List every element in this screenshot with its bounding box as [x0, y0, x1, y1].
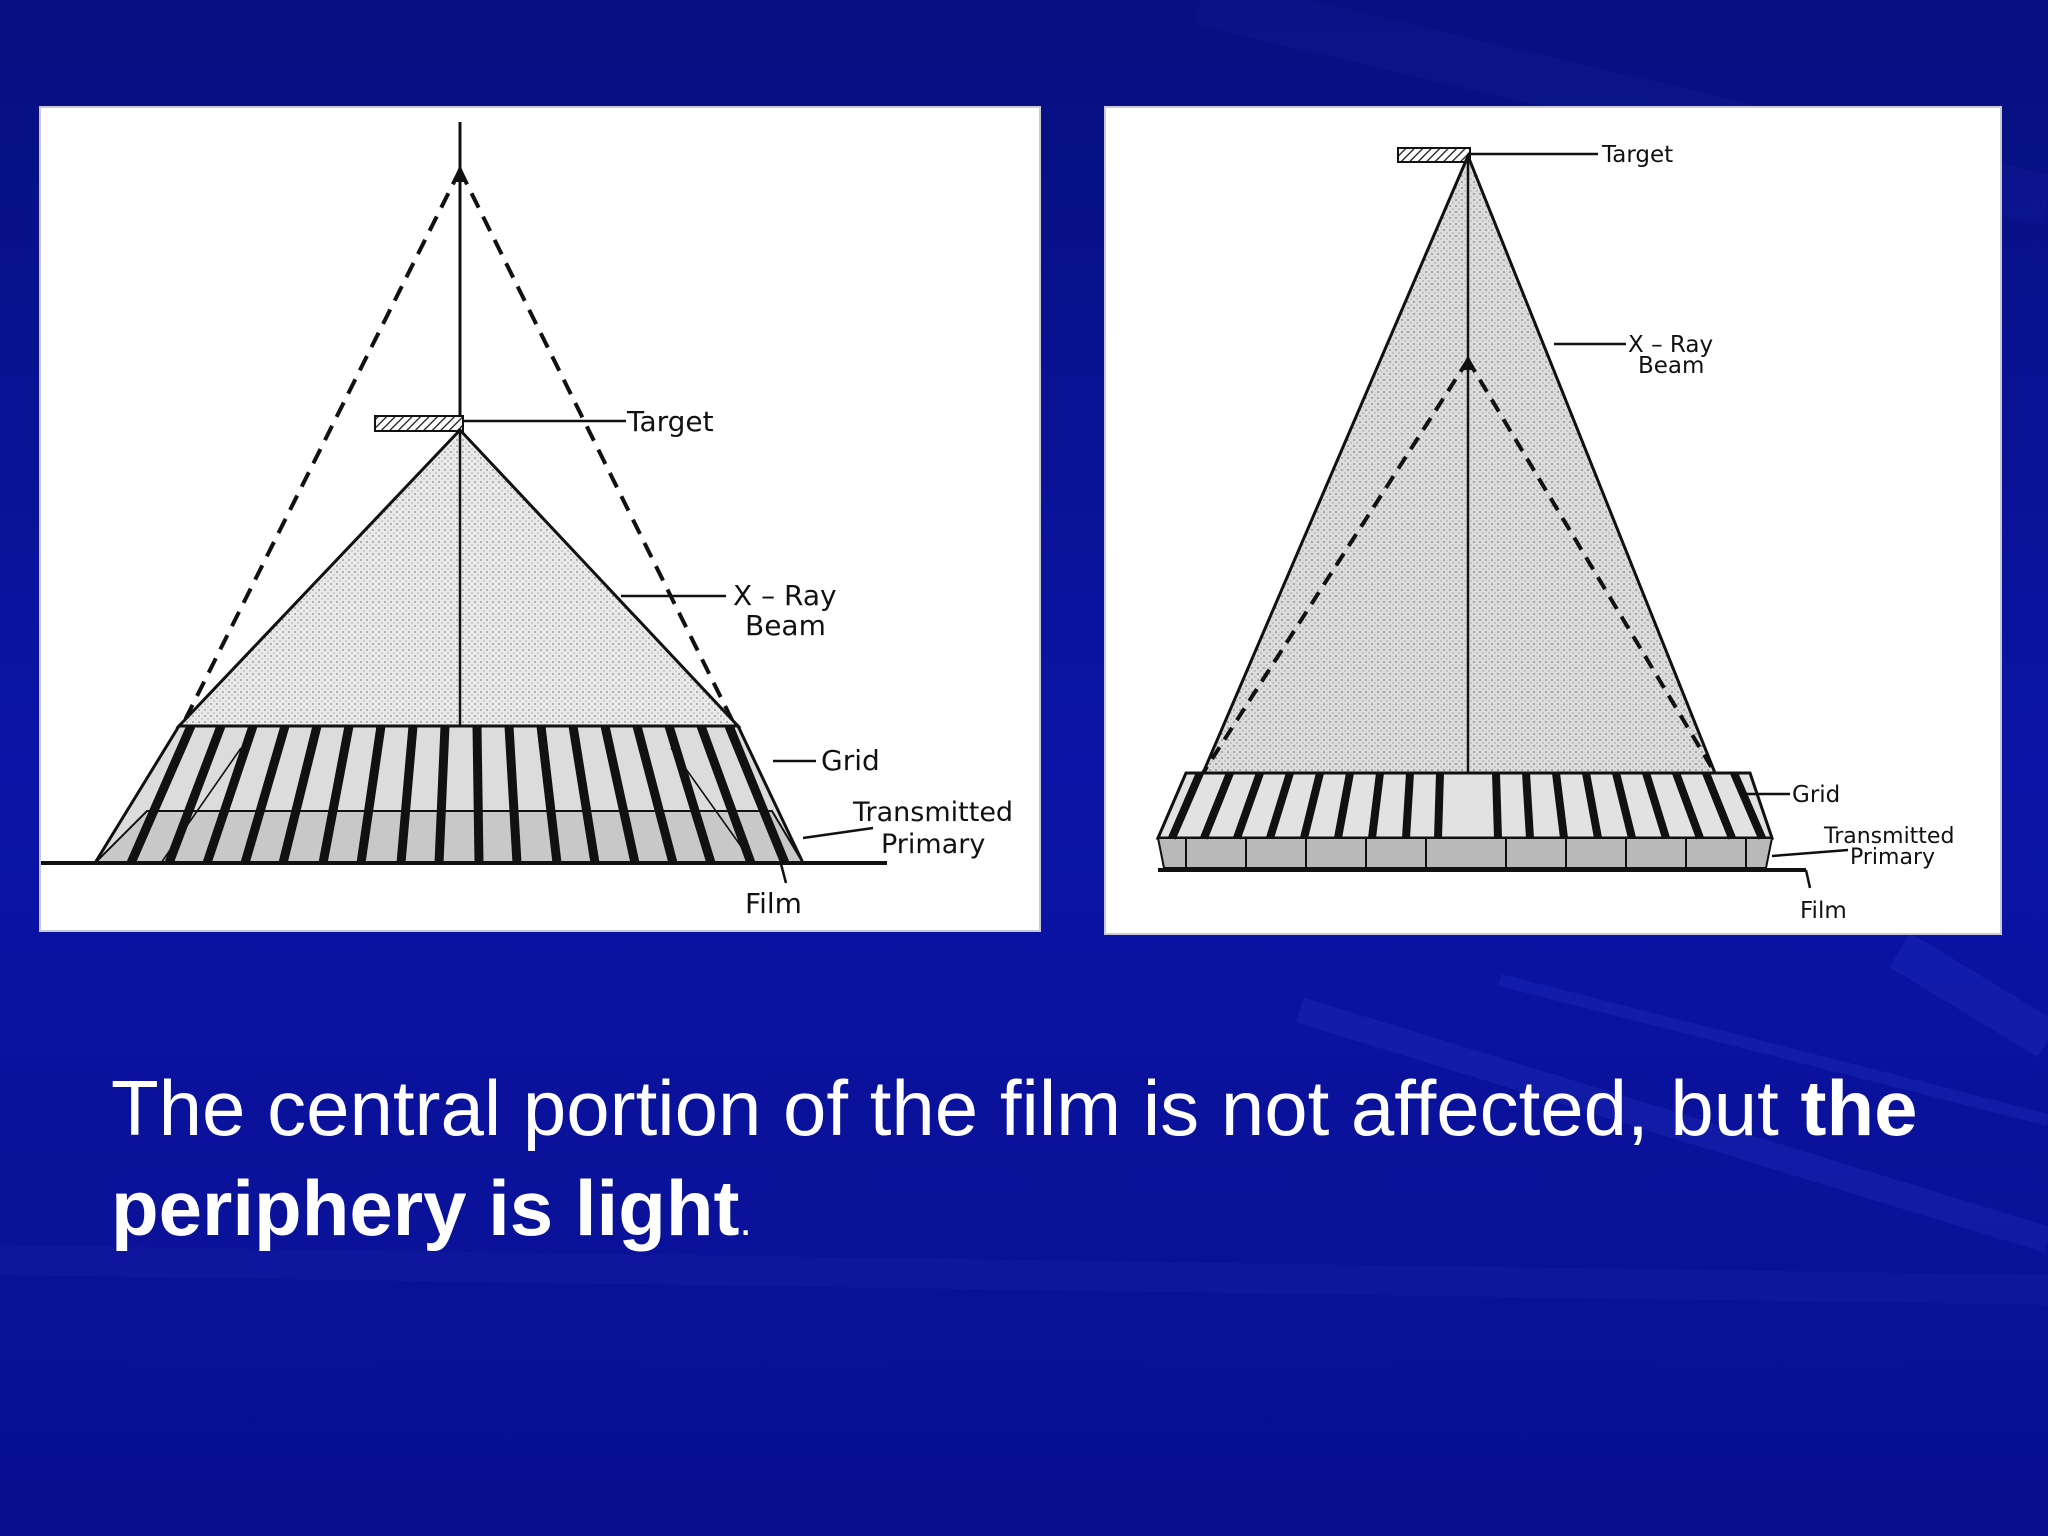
dashed-beam-outline: [1201, 358, 1717, 775]
caption-end-text: .: [739, 1196, 752, 1245]
label-beam: Beam: [1638, 353, 1704, 379]
diagram-panel-right: Target X – Ray Beam Grid Transmitted Pri…: [1104, 106, 2002, 935]
label-transmitted: Transmitted: [852, 797, 1013, 828]
grid-lamellae: [92, 724, 806, 865]
slide-caption: The central portion of the film is not a…: [111, 1058, 1991, 1271]
label-film: Film: [745, 887, 802, 920]
label-grid: Grid: [821, 744, 880, 777]
label-grid: Grid: [1792, 782, 1840, 808]
xray-beam-triangle: [1200, 152, 1718, 775]
target-anode: [374, 415, 464, 432]
diagram-panel-left: Target X – Ray Beam Grid Transmitted Pri…: [39, 106, 1041, 932]
caption-bold-text: the periphery is light: [111, 1064, 1918, 1252]
grid-diagram-right: Target X – Ray Beam Grid Transmitted Pri…: [1155, 142, 1954, 924]
label-transmitted: Transmitted: [1823, 824, 1954, 849]
label-xray: X – Ray: [1628, 332, 1713, 358]
label-beam: Beam: [745, 609, 826, 642]
grid-lamellae: [1155, 771, 1775, 869]
label-film: Film: [1800, 898, 1847, 924]
xray-beam-triangle: [175, 427, 742, 728]
target-anode: [1397, 147, 1471, 163]
grid-diagram-left: Target X – Ray Beam Grid Transmitted Pri…: [41, 122, 1013, 920]
label-xray: X – Ray: [733, 579, 837, 612]
arrow-tip-icon: [453, 164, 467, 182]
label-target: Target: [626, 405, 714, 438]
label-primary: Primary: [1850, 845, 1935, 870]
caption-regular-text: The central portion of the film is not a…: [111, 1064, 1801, 1152]
label-primary: Primary: [881, 829, 985, 860]
label-target: Target: [1601, 142, 1673, 168]
arrow-tip-icon: [1462, 354, 1474, 370]
